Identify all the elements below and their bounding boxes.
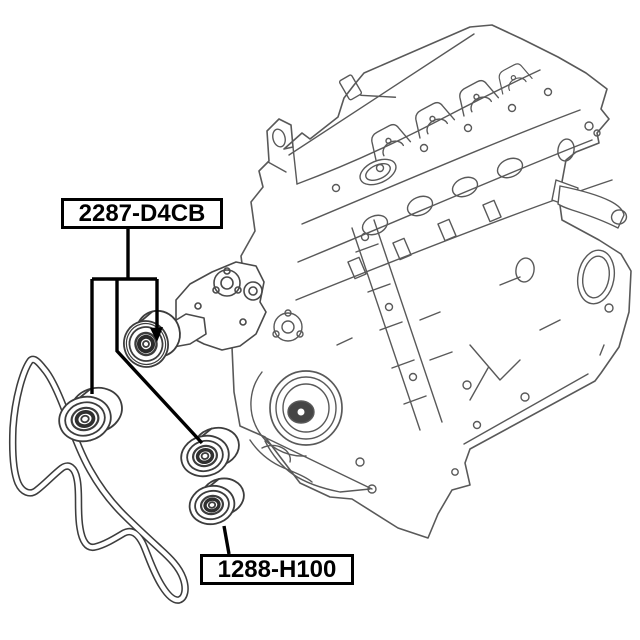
leader-lines bbox=[90, 229, 231, 555]
oil-filler-cap bbox=[359, 158, 397, 186]
head-bolts bbox=[331, 87, 553, 193]
idler-pulley-middle bbox=[180, 426, 240, 478]
engine-assembly bbox=[231, 24, 632, 539]
head-bosses bbox=[347, 199, 502, 280]
belt-tensioner-assembly bbox=[123, 261, 267, 368]
head-ports bbox=[361, 157, 524, 236]
part-label-idler: 1288-H100 bbox=[200, 554, 354, 585]
water-pump-flange bbox=[272, 309, 304, 342]
part-label-tensioner: 2287-D4CB bbox=[61, 198, 223, 229]
valve-cover bbox=[288, 33, 541, 186]
serpentine-belt bbox=[8, 355, 189, 604]
cam-cap-saddle bbox=[371, 63, 533, 161]
leader-1288-stem bbox=[222, 525, 231, 555]
leader-2287-arrowhead bbox=[150, 327, 163, 342]
water-outlet-pipe bbox=[551, 121, 628, 229]
part-number-text: 1288-H100 bbox=[217, 555, 337, 583]
engine-silhouette bbox=[231, 24, 632, 539]
idler-pulley-lower bbox=[188, 477, 245, 526]
belt-core bbox=[10, 357, 188, 603]
part-number-text: 2287-D4CB bbox=[78, 199, 206, 227]
chain-guide-bracket bbox=[351, 219, 443, 431]
lifting-hook bbox=[267, 128, 287, 173]
crank-pulley bbox=[250, 370, 343, 457]
idler-pulleys bbox=[58, 386, 245, 526]
vacuum-stub bbox=[338, 74, 397, 101]
oil-pan bbox=[249, 276, 605, 494]
leader-2287-middle bbox=[115, 279, 204, 445]
block-openings bbox=[515, 249, 616, 313]
idler-pulley-upper bbox=[58, 386, 123, 443]
